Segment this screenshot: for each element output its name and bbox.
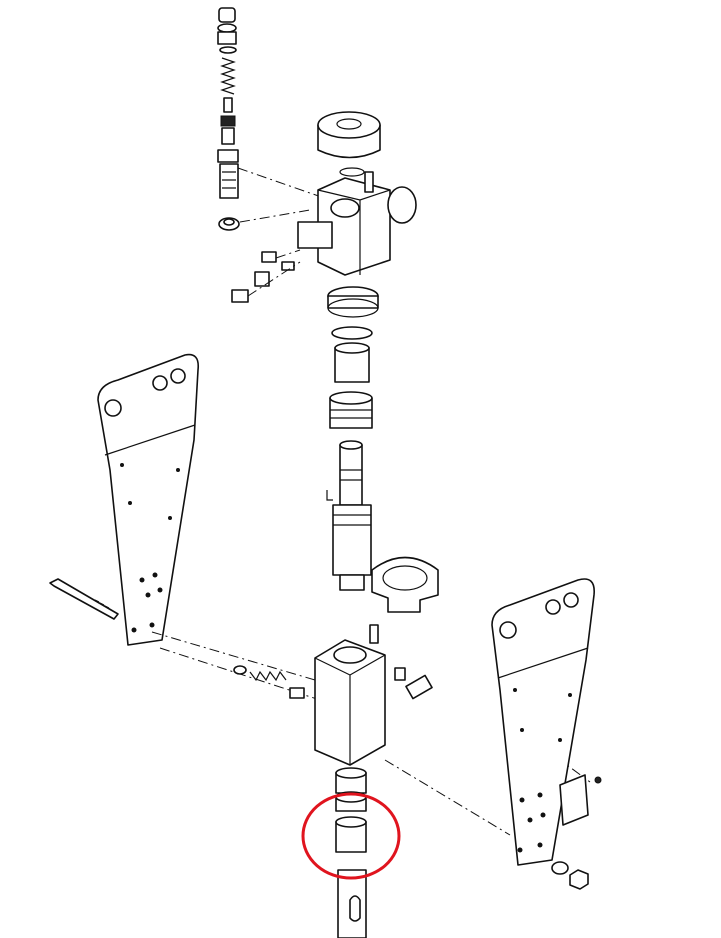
- lower-block: [233, 624, 433, 766]
- head-cap: [317, 111, 381, 177]
- chisel: [337, 869, 367, 938]
- name-plate: [559, 774, 589, 826]
- piston-stack: [326, 286, 379, 591]
- cylinder-head: [231, 171, 417, 303]
- bushings: [335, 767, 367, 853]
- left-side-plate: [97, 353, 200, 646]
- fittings: [231, 251, 295, 303]
- long-bolt: [49, 578, 119, 620]
- right-side-plate: [491, 578, 602, 866]
- highlight-circle: [301, 792, 401, 880]
- washer-nut: [551, 861, 589, 890]
- retainer: [371, 556, 439, 613]
- valve-stack: [217, 7, 240, 231]
- spring: [233, 665, 305, 699]
